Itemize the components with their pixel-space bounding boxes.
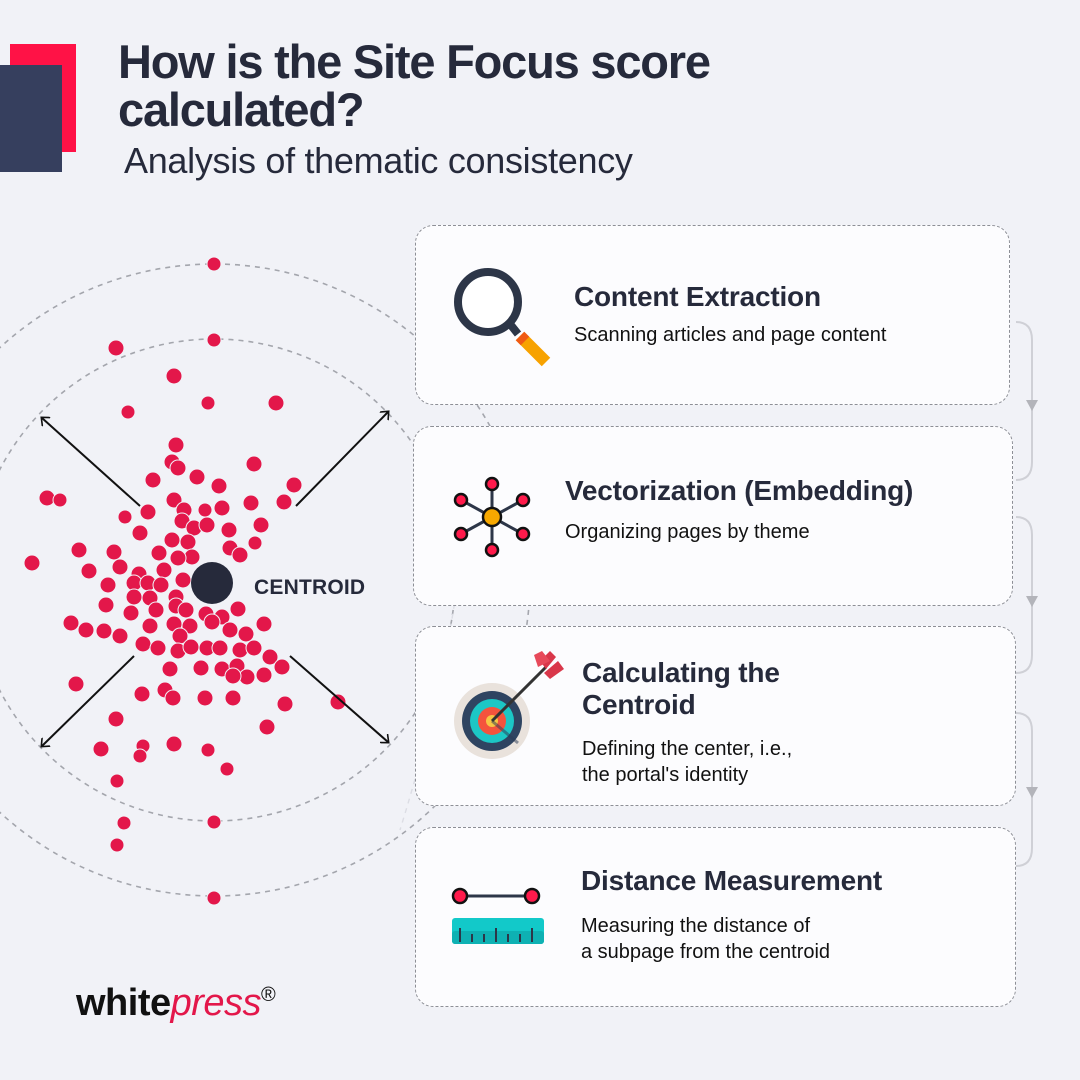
distance-arrows	[42, 412, 388, 746]
step-title-line1: Calculating the	[582, 657, 780, 688]
scatter-diagram	[0, 256, 531, 906]
step-description-line1: Measuring the distance of	[581, 915, 811, 937]
page-title: How is the Site Focus score calculated?	[118, 35, 711, 136]
step-description: Scanning articles and page content	[574, 324, 887, 346]
magnifier-icon	[454, 268, 551, 367]
step-card-distance-measurement: Distance Measurement Measuring the dista…	[415, 827, 1016, 1007]
step-connectors	[1015, 321, 1038, 867]
step-description-line2: a subpage from the centroid	[581, 941, 831, 963]
step-description-line2: the portal's identity	[582, 764, 749, 786]
centroid-label: CENTROID	[254, 576, 366, 599]
page-dots	[23, 256, 347, 906]
whitepress-logo: whitepress®	[76, 982, 276, 1025]
decorative-navy-block	[0, 65, 62, 172]
target-arrow-icon	[454, 651, 564, 759]
logo-text-italic: press	[170, 982, 262, 1024]
ruler-distance-icon	[451, 887, 544, 944]
step-description-line1: Defining the center, i.e.,	[582, 738, 793, 760]
logo-text-bold: white	[76, 982, 171, 1024]
step-card-content-extraction: Content Extraction Scanning articles and…	[415, 225, 1010, 405]
page-subtitle: Analysis of thematic consistency	[124, 140, 633, 181]
step-card-centroid: Calculating the Centroid Defining the ce…	[415, 626, 1016, 806]
step-title: Distance Measurement	[581, 865, 883, 896]
step-title: Content Extraction	[574, 281, 821, 312]
step-title-line2: Centroid	[582, 689, 696, 720]
step-card-vectorization: Vectorization (Embedding) Organizing pag…	[413, 426, 1013, 606]
registered-mark: ®	[261, 984, 276, 1006]
centroid-dot	[191, 562, 233, 604]
step-description: Organizing pages by theme	[565, 521, 810, 543]
step-title: Vectorization (Embedding)	[565, 475, 914, 506]
network-nodes-icon	[453, 476, 531, 558]
